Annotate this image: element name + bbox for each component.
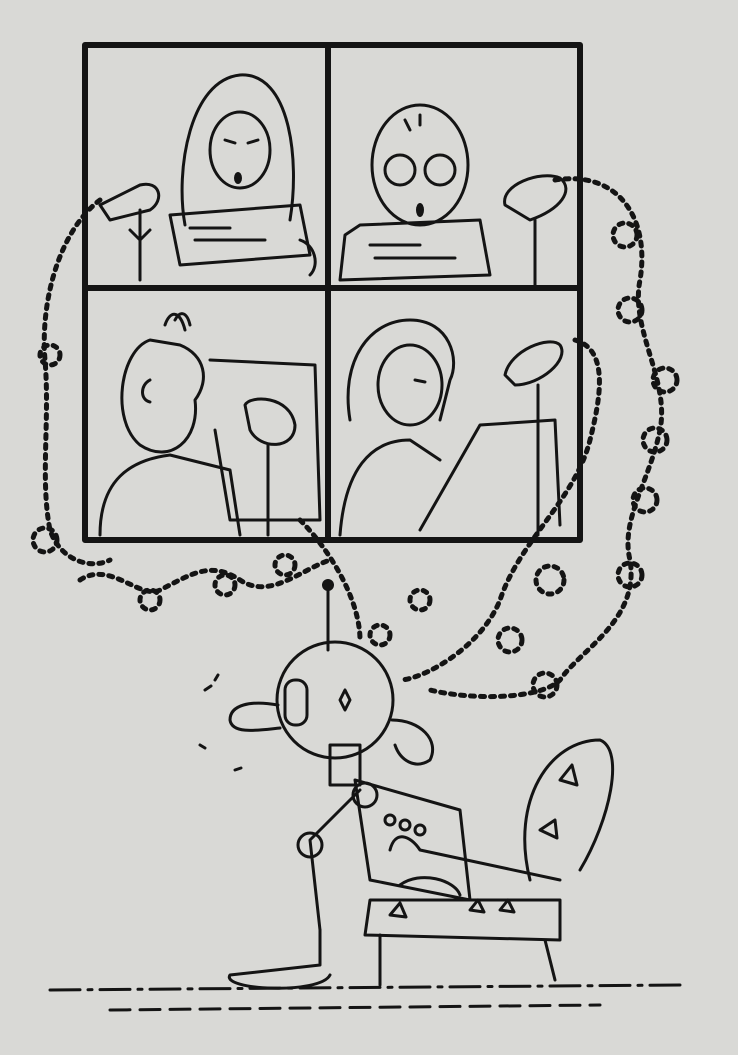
thought-bubble-dotted-trails bbox=[30, 176, 680, 700]
microphone-top-right bbox=[503, 174, 568, 287]
announcer-woman-top-left bbox=[168, 73, 317, 277]
window-frame bbox=[82, 42, 583, 543]
announcer-man-bottom-left bbox=[98, 312, 322, 537]
announcer-man-top-right bbox=[338, 103, 492, 282]
armchair bbox=[363, 738, 615, 987]
microphone-top-left bbox=[98, 182, 161, 282]
floor-line bbox=[48, 983, 682, 1012]
announcer-woman-bottom-right bbox=[338, 318, 564, 537]
